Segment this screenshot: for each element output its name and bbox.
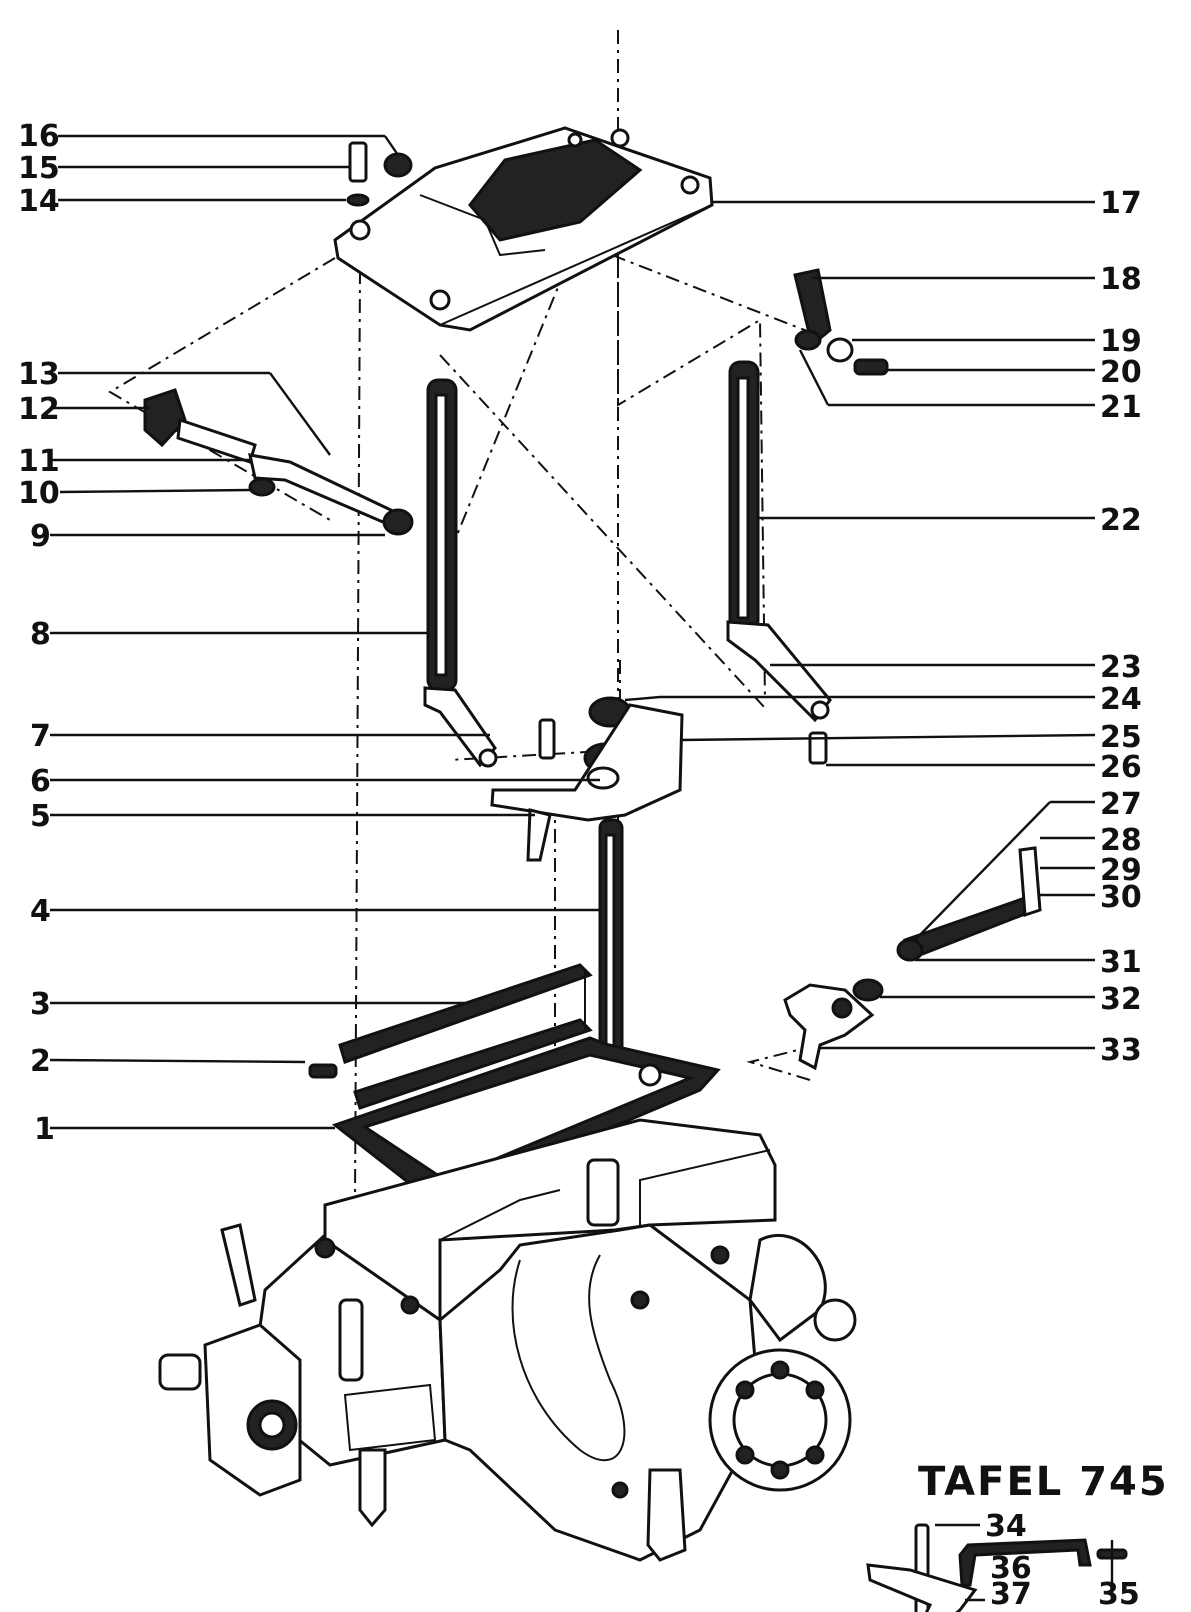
callout-16: 16: [18, 119, 60, 154]
cover-fasteners-14-16: [346, 141, 413, 207]
cover-plate-17: [333, 126, 714, 332]
callout-1: 1: [34, 1112, 55, 1147]
callout-6: 6: [30, 764, 51, 799]
callout-35: 35: [1098, 1577, 1140, 1612]
callout-12: 12: [18, 392, 60, 427]
callouts-left: 16 15 14 13 12 11 10 9 8 7 6 5 4 3 2 1: [18, 119, 60, 1147]
callout-34: 34: [985, 1509, 1027, 1544]
callout-29: 29: [1100, 853, 1142, 888]
callout-18: 18: [1100, 262, 1142, 297]
callout-17: 17: [1100, 186, 1142, 221]
callout-24: 24: [1100, 682, 1142, 717]
callout-36: 36: [990, 1551, 1032, 1586]
callout-32: 32: [1100, 982, 1142, 1017]
callout-3: 3: [30, 987, 51, 1022]
callouts-right: 17 18 19 20 21 22 23 24 25 26 27 28 29 3…: [1100, 186, 1142, 1068]
callout-21: 21: [1100, 390, 1142, 425]
callout-27: 27: [1100, 787, 1142, 822]
callout-37: 37: [990, 1577, 1032, 1612]
callout-26: 26: [1100, 750, 1142, 785]
callout-30: 30: [1100, 880, 1142, 915]
selector-bracket-5-7-23-26: [490, 696, 684, 862]
callout-33: 33: [1100, 1033, 1142, 1068]
shift-lever-assembly-9-13: [143, 388, 414, 536]
callout-20: 20: [1100, 355, 1142, 390]
callout-7: 7: [30, 719, 51, 754]
shift-rod-22: [726, 360, 832, 765]
callout-4: 4: [30, 894, 51, 929]
callout-19: 19: [1100, 324, 1142, 359]
callouts-inset: 34 35 36 37: [985, 1509, 1140, 1612]
callout-9: 9: [30, 519, 51, 554]
callout-13: 13: [18, 357, 60, 392]
callout-28: 28: [1100, 823, 1142, 858]
callout-25: 25: [1100, 720, 1142, 755]
callout-8: 8: [30, 617, 51, 652]
callout-11: 11: [18, 444, 60, 479]
callout-2: 2: [30, 1044, 51, 1079]
plate-title: TAFEL 745: [918, 1459, 1169, 1505]
inset-parts-34-37: [866, 1523, 1128, 1612]
callout-23: 23: [1100, 650, 1142, 685]
callout-5: 5: [30, 799, 51, 834]
gasket-and-frame-1-3: [308, 963, 721, 1200]
selector-fork-27-33: [783, 846, 1042, 1071]
callout-14: 14: [18, 184, 60, 219]
callout-15: 15: [18, 151, 60, 186]
callout-10: 10: [18, 476, 60, 511]
shift-rod-8: [423, 378, 498, 768]
leader-lines: [49, 134, 1114, 1602]
detent-parts-18-21: [793, 268, 889, 376]
callout-31: 31: [1100, 945, 1142, 980]
gearbox-housing: [158, 1118, 857, 1562]
callout-22: 22: [1100, 503, 1142, 538]
